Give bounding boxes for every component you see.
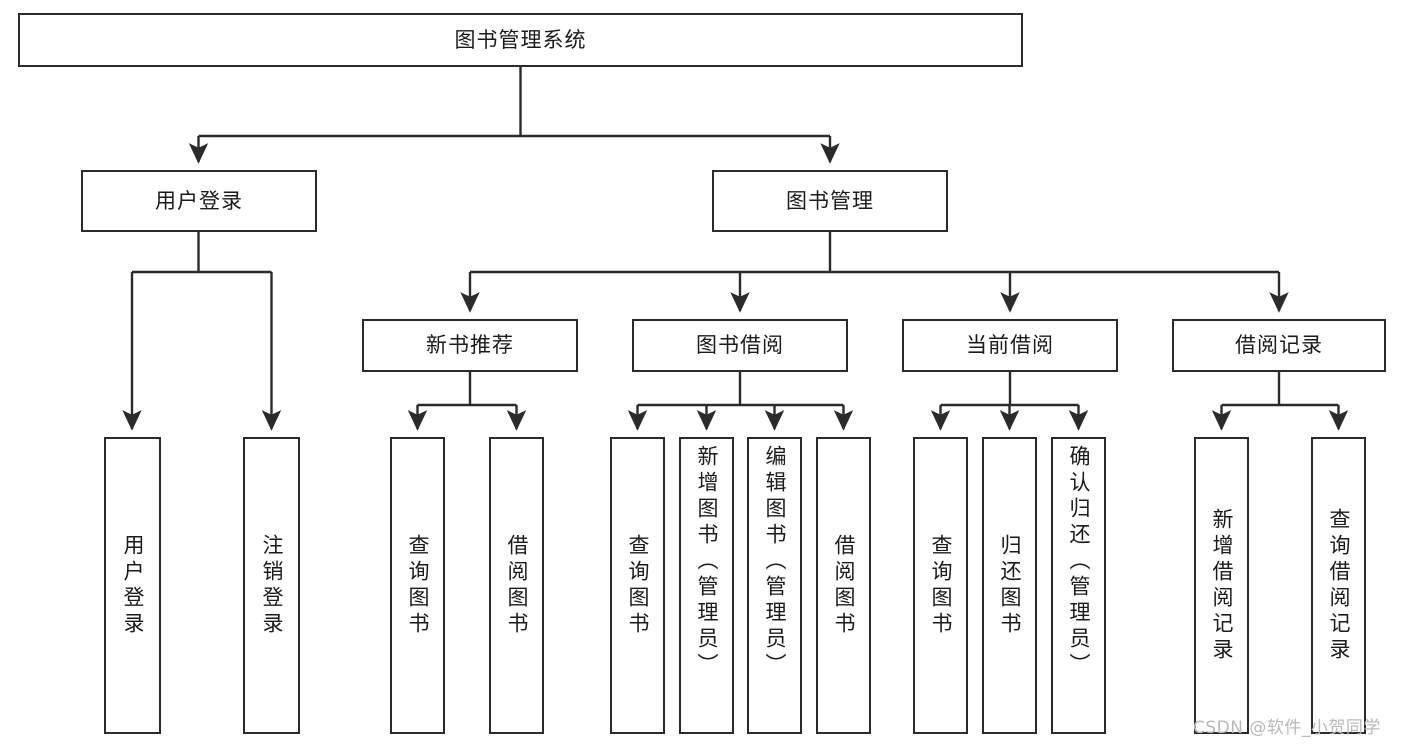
node-leaf-query-book-rec[interactable]: 查询图书 — [390, 437, 445, 734]
node-borrow-record[interactable]: 借阅记录 — [1172, 319, 1386, 372]
node-book-manage[interactable]: 图书管理 — [712, 170, 948, 232]
node-book-borrow[interactable]: 图书借阅 — [632, 319, 848, 372]
node-leaf-add-book-label: 新增图书（管理员） — [695, 445, 719, 679]
node-leaf-user-login-label: 用户登录 — [121, 533, 145, 638]
node-leaf-borrow-book-bor[interactable]: 借阅图书 — [816, 437, 871, 734]
node-current-borrow[interactable]: 当前借阅 — [902, 319, 1118, 372]
node-book-manage-label: 图书管理 — [786, 188, 874, 213]
node-leaf-query-book-rec-label: 查询图书 — [406, 533, 430, 638]
node-leaf-confirm-return-label: 确认归还（管理员） — [1067, 445, 1091, 679]
node-leaf-add-record-label: 新增借阅记录 — [1210, 507, 1234, 664]
node-root-label: 图书管理系统 — [454, 27, 587, 52]
node-leaf-user-logout-label: 注销登录 — [260, 533, 284, 638]
node-leaf-edit-book-label: 编辑图书（管理员） — [763, 445, 787, 679]
node-leaf-query-record-label: 查询借阅记录 — [1327, 507, 1351, 664]
node-leaf-borrow-book-rec-label: 借阅图书 — [505, 533, 529, 638]
node-user-login-label: 用户登录 — [155, 188, 243, 213]
node-leaf-query-book-cur-label: 查询图书 — [929, 533, 953, 638]
node-leaf-edit-book[interactable]: 编辑图书（管理员） — [747, 437, 802, 734]
node-leaf-query-book-cur[interactable]: 查询图书 — [913, 437, 968, 734]
node-new-book-rec[interactable]: 新书推荐 — [362, 319, 578, 372]
node-leaf-user-logout[interactable]: 注销登录 — [243, 437, 300, 734]
node-leaf-borrow-book-bor-label: 借阅图书 — [832, 533, 856, 638]
node-leaf-confirm-return[interactable]: 确认归还（管理员） — [1051, 437, 1106, 734]
node-current-borrow-label: 当前借阅 — [966, 333, 1054, 358]
node-leaf-add-record[interactable]: 新增借阅记录 — [1194, 437, 1249, 734]
node-book-borrow-label: 图书借阅 — [696, 333, 784, 358]
node-leaf-query-record[interactable]: 查询借阅记录 — [1311, 437, 1366, 734]
node-borrow-record-label: 借阅记录 — [1235, 333, 1323, 358]
node-user-login[interactable]: 用户登录 — [81, 170, 317, 232]
watermark: CSDN @软件_小贺同学 — [1193, 718, 1381, 738]
node-leaf-add-book[interactable]: 新增图书（管理员） — [679, 437, 734, 734]
node-leaf-borrow-book-rec[interactable]: 借阅图书 — [489, 437, 544, 734]
node-new-book-rec-label: 新书推荐 — [426, 333, 514, 358]
node-leaf-query-book-bor[interactable]: 查询图书 — [610, 437, 665, 734]
node-leaf-return-book[interactable]: 归还图书 — [982, 437, 1037, 734]
node-leaf-query-book-bor-label: 查询图书 — [626, 533, 650, 638]
node-leaf-return-book-label: 归还图书 — [998, 533, 1022, 638]
node-leaf-user-login[interactable]: 用户登录 — [104, 437, 161, 734]
node-root[interactable]: 图书管理系统 — [18, 13, 1023, 67]
